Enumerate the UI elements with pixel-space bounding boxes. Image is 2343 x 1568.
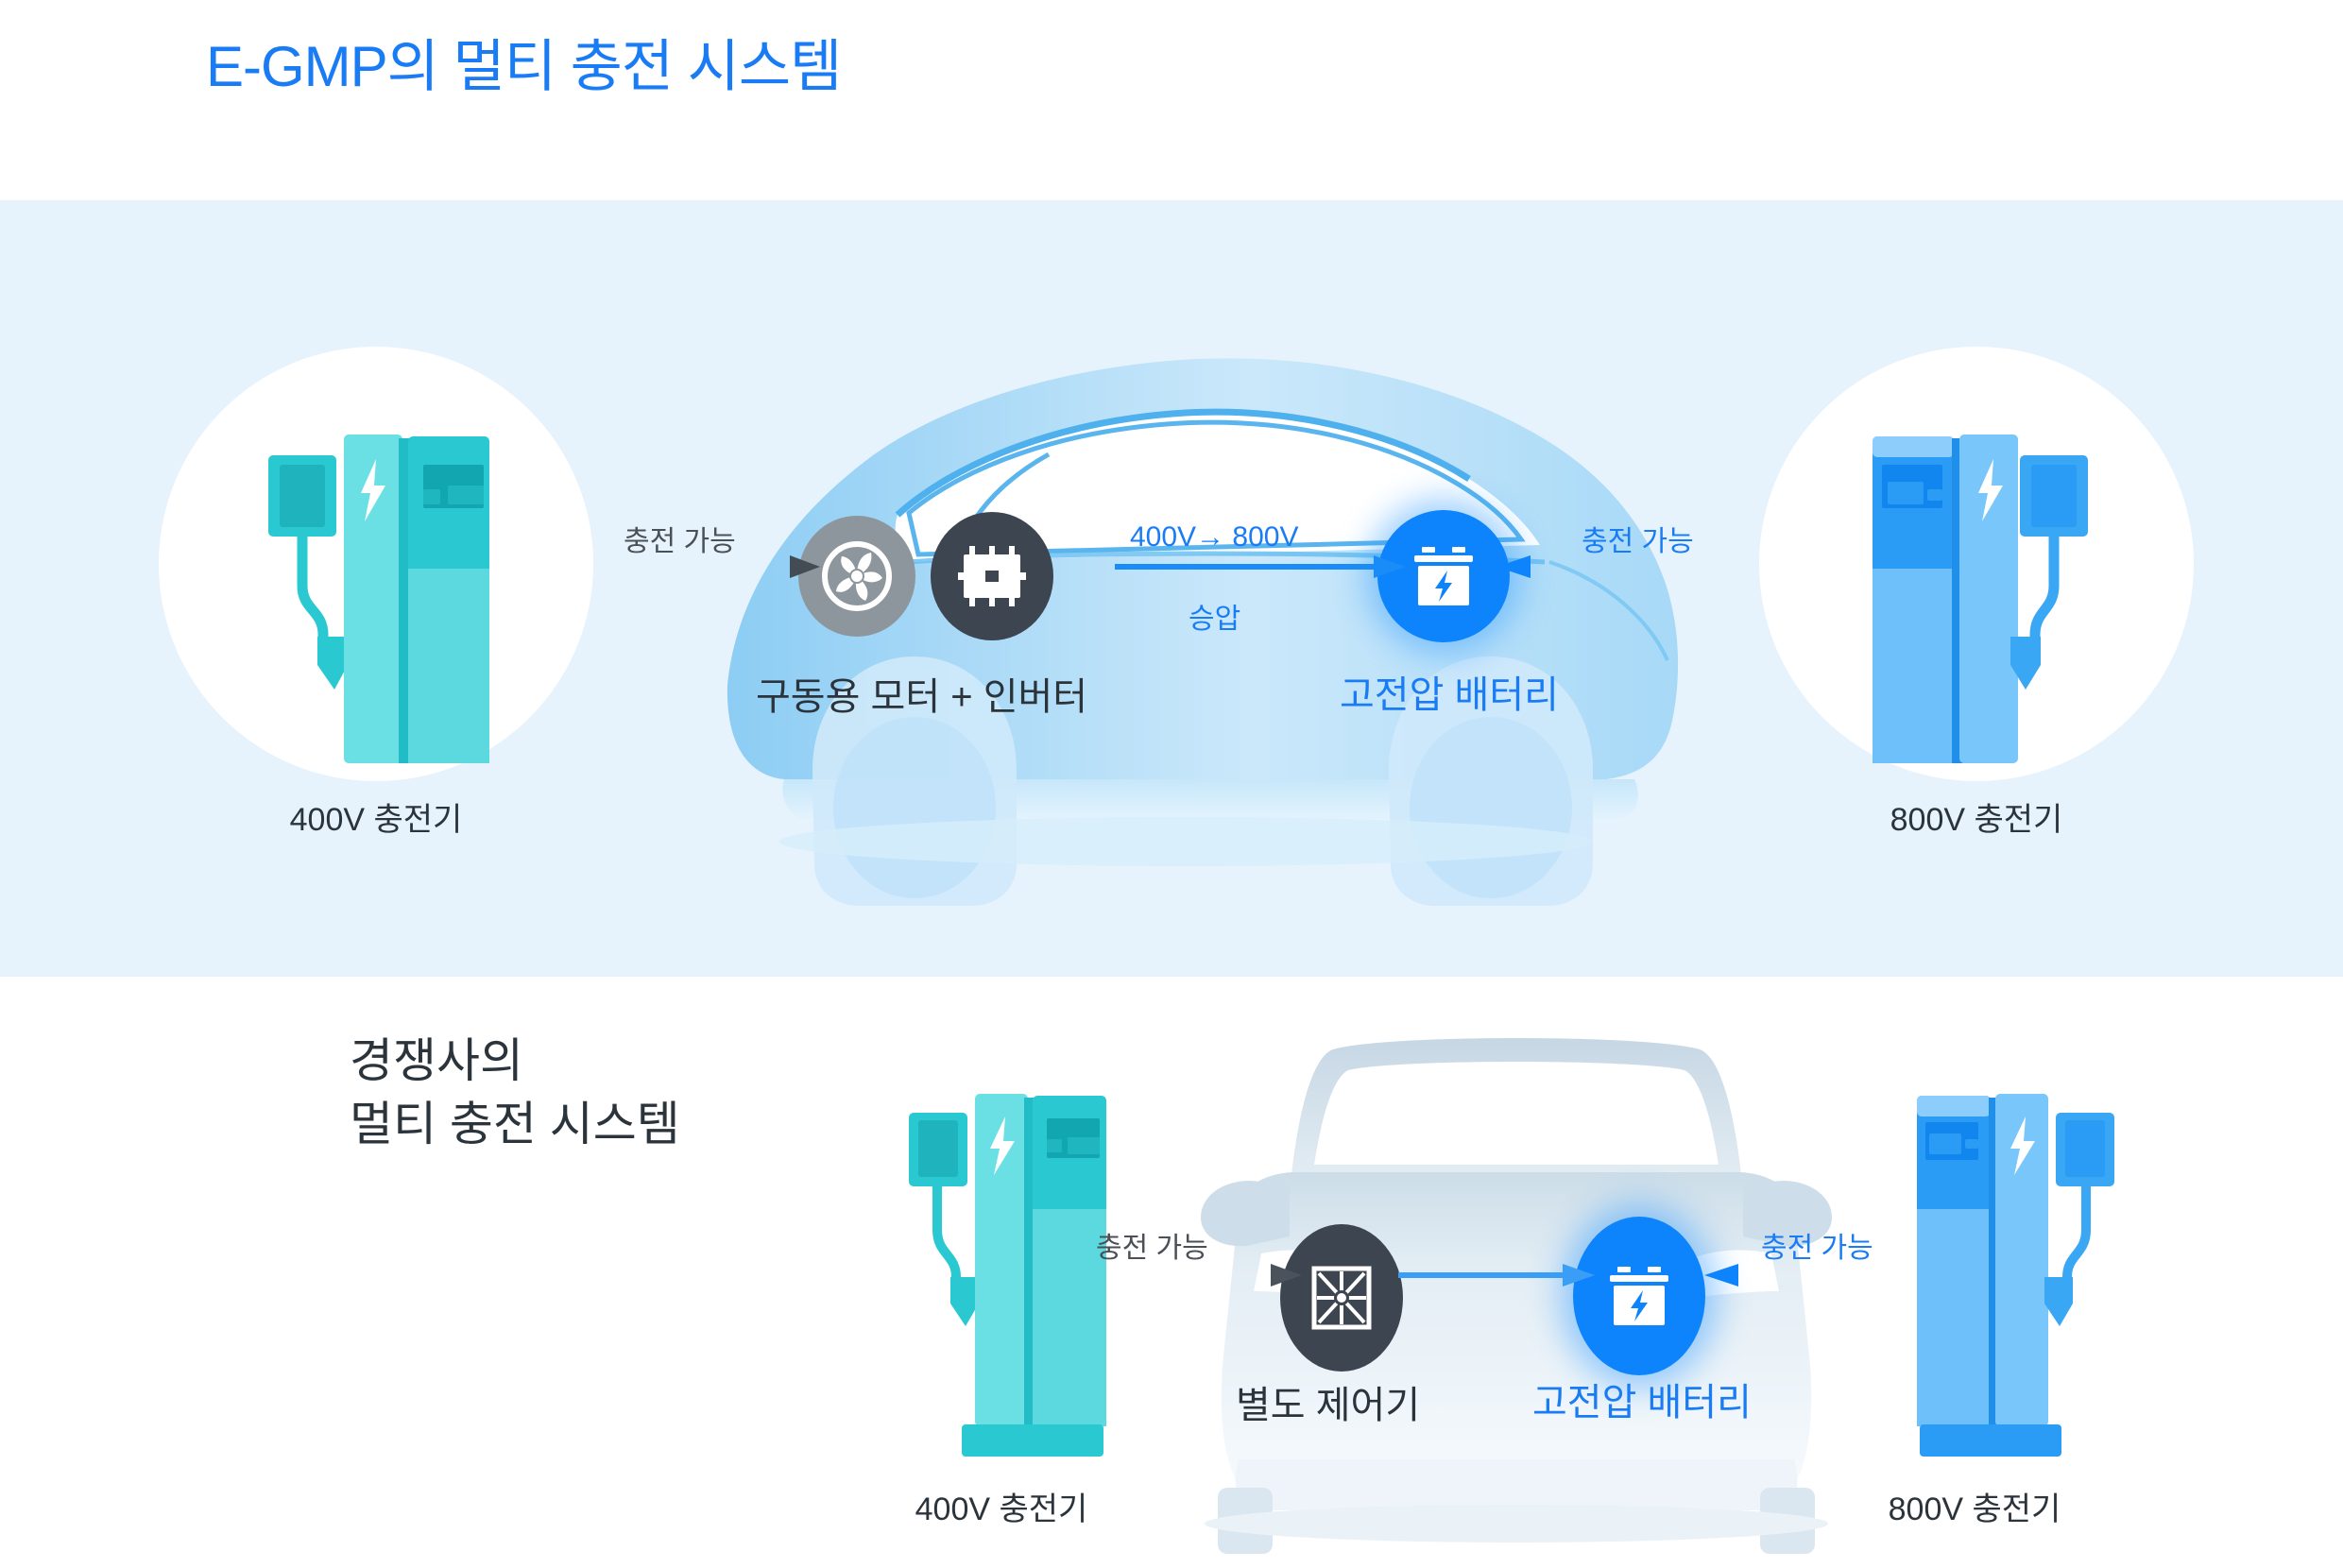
battery-bolt-icon [1414,547,1473,605]
controller-grid-icon [1311,1266,1372,1330]
arrow-charge-right-top [1496,555,1738,578]
inverter-node [931,512,1053,640]
charger-800v-bottom [1917,1094,2114,1457]
charger-400v-bottom [909,1094,1106,1457]
boost-label: 승압 [1189,604,1241,635]
charger-800v-top [1873,435,2088,763]
battery-label-top: 고전압 배터리 [1340,674,1559,716]
arrow-controller-to-battery [1398,1264,1595,1287]
charge-available-label-left-top: 충전 가능 [624,526,736,557]
caption-charger-800v-top: 800V 충전기 [1890,802,2063,838]
high-voltage-battery-node-top [1377,510,1510,642]
charge-available-label-right-top: 충전 가능 [1582,526,1694,557]
caption-charger-800v-bottom: 800V 충전기 [1888,1491,2061,1527]
motor-node [798,516,915,637]
arrow-charge-left-top [586,555,820,578]
arrow-voltage-boost [1115,555,1406,578]
charge-available-label-right-bottom: 충전 가능 [1761,1233,1873,1264]
motor-inverter-label: 구동용 모터 + 인버터 [756,676,1088,718]
controller-label: 별도 제어기 [1236,1385,1421,1426]
turbine-fan-icon [822,541,892,611]
caption-charger-400v-bottom: 400V 충전기 [915,1491,1088,1527]
battery-label-bottom: 고전압 배터리 [1532,1382,1752,1423]
arrow-charge-right-bottom [1704,1264,1956,1287]
chip-icon [958,546,1026,606]
separate-controller-node [1280,1224,1403,1372]
battery-bolt-icon [1610,1267,1668,1325]
voltage-conversion-label: 400V→ 800V [1130,521,1299,553]
ev-car-side-illustration [727,358,1679,906]
high-voltage-battery-node-bottom [1573,1217,1705,1375]
caption-charger-400v-top: 400V 충전기 [289,802,463,838]
section2-heading: 경쟁사의 멀티 충전 시스템 [350,1034,680,1150]
arrow-charge-left-bottom [1053,1264,1302,1287]
charger-400v-top [268,435,489,763]
charge-available-label-left-bottom: 충전 가능 [1096,1233,1208,1264]
page-title: E-GMP의 멀티 충전 시스템 [206,35,842,98]
